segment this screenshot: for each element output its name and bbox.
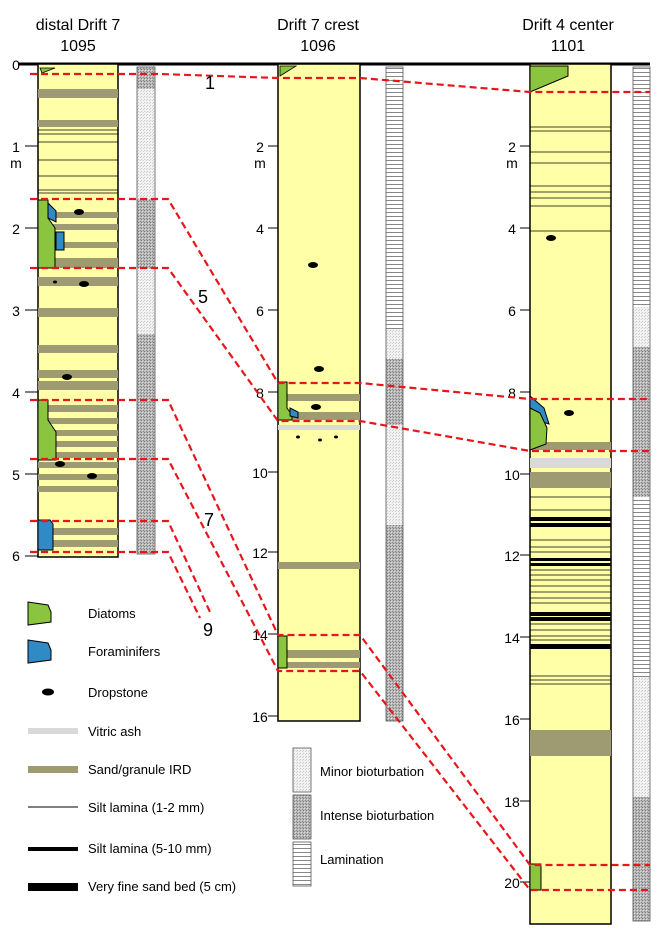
depth-tick: 16 [252, 709, 268, 725]
depth-tick: 2 [508, 139, 516, 155]
legend-label: Sand/granule IRD [88, 762, 191, 777]
depth-tick: 14 [504, 630, 520, 646]
depth-tick: 10 [252, 465, 268, 481]
lamination-swatch [292, 841, 312, 887]
legend-label: Very fine sand bed (5 cm) [88, 879, 236, 894]
depth-tick: 5 [12, 467, 20, 483]
depth-tick: 8 [508, 385, 516, 401]
core-title: Drift 7 crest [277, 17, 359, 34]
correlation-lines [30, 72, 650, 892]
foraminifer-marker [289, 407, 299, 419]
depth-axis-1096: 2 m 4 6 8 10 12 14 16 [252, 139, 278, 725]
correlation-line [30, 519, 211, 613]
correlation-label: 7 [204, 510, 214, 530]
depth-unit: m [254, 155, 266, 171]
legend-label: Silt lamina (1-2 mm) [88, 800, 204, 815]
depth-tick: 3 [12, 303, 20, 319]
dropstone-group [296, 262, 338, 442]
core-column-1096 [277, 63, 361, 722]
thick-line [28, 847, 78, 851]
core-column-1101 [529, 63, 612, 925]
depth-axis-1095: 0 1 m 2 3 4 5 6 [10, 57, 38, 564]
bioturbation-column-1096 [385, 66, 404, 722]
dropstone-group [53, 209, 97, 479]
core-title: distal Drift 7 [36, 17, 121, 34]
correlation-line [30, 457, 650, 892]
intense-bioturbation-swatch [292, 794, 312, 840]
correlation-labels: 1 5 7 9 [198, 73, 215, 640]
depth-tick: 4 [508, 221, 516, 237]
bioturbation-column-1095 [136, 66, 156, 555]
diatom-marker [529, 863, 542, 891]
minor-bioturbation-swatch [292, 747, 312, 793]
depth-tick: 8 [256, 385, 264, 401]
dropstone-group [546, 235, 574, 416]
core-title: Drift 4 center [522, 17, 614, 34]
legend-label: Diatoms [88, 606, 136, 621]
legend-label: Lamination [320, 852, 384, 867]
correlation-line [30, 72, 650, 94]
bioturbation-legend: Minor bioturbation Intense bioturbation … [292, 747, 434, 887]
diatom-marker [39, 67, 56, 74]
depth-tick: 2 [256, 139, 264, 155]
ash-swatch [28, 728, 78, 734]
dropstone-icon [42, 688, 54, 696]
depth-axis-1101: 2 m 4 6 8 10 12 14 16 18 20 [504, 139, 530, 891]
core-site: 1096 [300, 38, 336, 55]
depth-unit: m [506, 155, 518, 171]
bioturbation-column-1101 [632, 66, 651, 922]
legend: Diatoms Foraminifers Dropstone Vitric as… [27, 601, 236, 894]
depth-tick: 6 [508, 303, 516, 319]
legend-label: Dropstone [88, 685, 148, 700]
foraminifer-icon [27, 639, 52, 664]
depth-tick: 12 [504, 548, 520, 564]
correlation-label: 9 [203, 620, 213, 640]
depth-tick: 12 [252, 545, 268, 561]
depth-tick: 4 [12, 385, 20, 401]
correlation-label: 5 [198, 287, 208, 307]
diatom-marker [279, 65, 298, 77]
diatom-marker [529, 65, 569, 93]
foraminifer-marker [47, 201, 57, 223]
depth-tick: 16 [504, 712, 520, 728]
legend-label: Vitric ash [88, 724, 141, 739]
core-site: 1101 [551, 38, 586, 55]
correlation-label: 1 [205, 73, 215, 93]
correlation-line [30, 197, 650, 401]
core-column-1095 [37, 63, 119, 558]
bed-line [28, 883, 78, 891]
legend-label: Foraminifers [88, 644, 161, 659]
diatom-icon [27, 601, 52, 626]
diatom-marker [529, 407, 548, 451]
diatom-marker [277, 635, 288, 669]
legend-label: Minor bioturbation [320, 764, 424, 779]
sand-swatch [28, 766, 78, 773]
depth-tick: 6 [12, 548, 20, 564]
depth-tick: 20 [504, 875, 520, 891]
foraminifer-marker [55, 231, 65, 251]
depth-unit: m [10, 155, 22, 171]
correlation-line [30, 550, 201, 619]
depth-tick: 0 [12, 57, 20, 73]
foraminifer-marker [37, 519, 54, 551]
depth-tick: 18 [504, 794, 520, 810]
correlation-line [30, 398, 650, 867]
depth-tick: 6 [256, 303, 264, 319]
depth-tick: 4 [256, 221, 264, 237]
legend-label: Intense bioturbation [320, 808, 434, 823]
legend-label: Silt lamina (5-10 mm) [88, 841, 212, 856]
depth-tick: 2 [12, 221, 20, 237]
depth-tick: 1 [12, 139, 20, 155]
depth-tick: 10 [504, 467, 520, 483]
correlation-line [30, 266, 650, 453]
core-site: 1095 [60, 38, 96, 55]
